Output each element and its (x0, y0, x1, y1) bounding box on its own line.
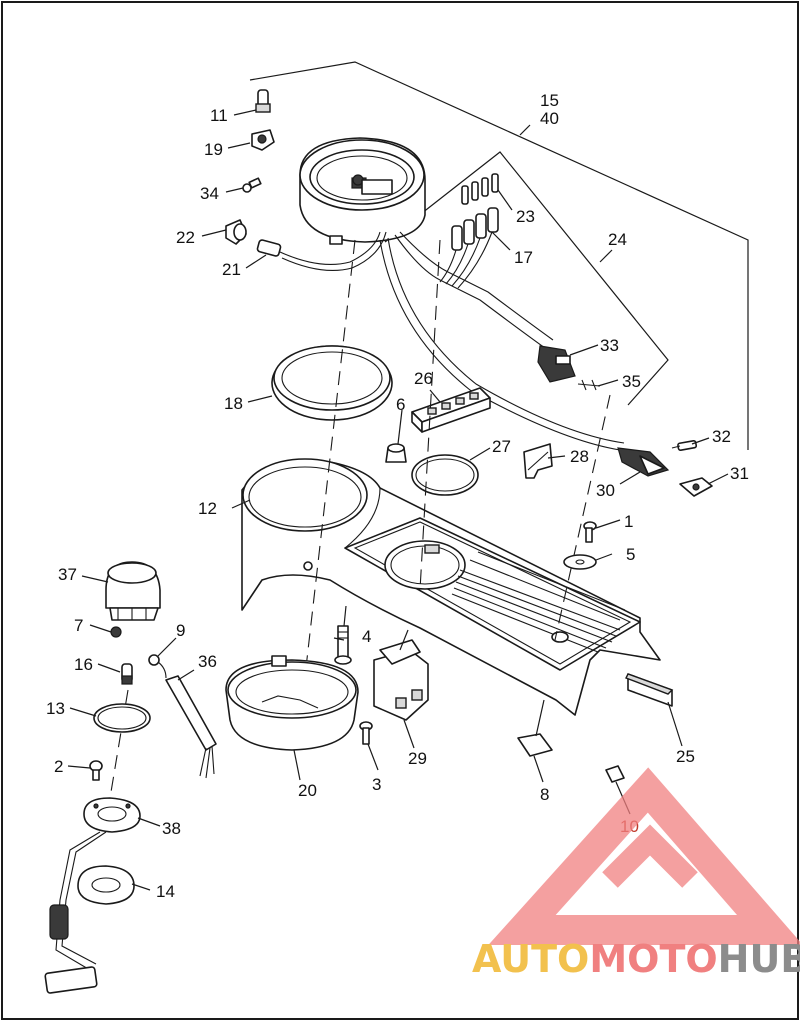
callout-21: 21 (222, 260, 241, 279)
wire-harness (379, 231, 625, 451)
callout-7: 7 (74, 616, 83, 635)
terminal-31 (679, 477, 713, 497)
watermark-text: AUTOMOTOHUB (472, 937, 800, 981)
fuel-sender-arm (44, 831, 107, 994)
watermark-inner-icon (602, 824, 698, 888)
watermark-word-auto: AUTO (472, 937, 589, 981)
gauge-37 (105, 561, 161, 621)
assembly-bracket-24 (384, 151, 669, 406)
gasket-18 (271, 345, 393, 421)
callout-14: 14 (156, 882, 175, 901)
connector-33 (537, 345, 576, 383)
watermark-triangle-icon (488, 767, 800, 945)
callout-31: 31 (730, 464, 749, 483)
knob-6 (385, 443, 407, 463)
callout-6: 6 (396, 395, 405, 414)
callout-19: 19 (204, 140, 223, 159)
nut-7 (110, 626, 122, 638)
switch-29 (373, 639, 429, 721)
clip-10 (605, 765, 625, 783)
callout-15: 15 (540, 91, 559, 110)
clip-35 (577, 379, 601, 391)
callout-2: 2 (54, 757, 63, 776)
callout-4: 4 (362, 627, 371, 646)
clip-8 (517, 733, 553, 757)
bulb-16 (121, 663, 133, 685)
screw-3 (359, 721, 373, 745)
callout-26: 26 (414, 369, 433, 388)
screw-2 (89, 760, 103, 781)
callout-32: 32 (712, 427, 731, 446)
callout-38: 38 (162, 819, 181, 838)
terminal-9 (148, 654, 167, 679)
callout-29: 29 (408, 749, 427, 768)
plate-38 (83, 797, 141, 833)
watermark-word-moto: MOTO (589, 937, 717, 981)
washer-5 (563, 554, 597, 570)
pad-25 (625, 673, 674, 707)
callout-30: 30 (596, 481, 615, 500)
callout-37: 37 (58, 565, 77, 584)
watermark-logo: AUTOMOTOHUB (472, 767, 800, 981)
bulb-11 (255, 89, 271, 113)
socket-19 (251, 129, 275, 151)
o-ring-13 (93, 703, 151, 733)
callout-9: 9 (176, 621, 185, 640)
connector-30 (617, 447, 670, 477)
callout-16: 16 (74, 655, 93, 674)
o-ring-27 (411, 454, 479, 496)
bulb-32 (671, 439, 698, 451)
callout-3: 3 (372, 775, 381, 794)
indicator-block-26 (411, 387, 491, 433)
key-28 (523, 443, 553, 479)
callout-33: 33 (600, 336, 619, 355)
callout-18: 18 (224, 394, 243, 413)
callout-23: 23 (516, 207, 535, 226)
callout-22: 22 (176, 228, 195, 247)
callout-1: 1 (624, 512, 633, 531)
callout-24: 24 (608, 230, 627, 249)
terminals-23 (461, 173, 499, 205)
callout-13: 13 (46, 699, 65, 718)
callout-25: 25 (676, 747, 695, 766)
centerlines (107, 239, 611, 811)
callout-36: 36 (198, 652, 217, 671)
speedometer-gauge (299, 137, 426, 245)
watermark-word-hub: HUB (718, 937, 800, 981)
wires-36 (165, 675, 217, 779)
callout-17: 17 (514, 248, 533, 267)
callout-34: 34 (200, 184, 219, 203)
callout-12: 12 (198, 499, 217, 518)
stud-4 (334, 625, 352, 665)
callout-5: 5 (626, 545, 635, 564)
callout-11: 11 (210, 106, 228, 125)
connectors-17 (439, 207, 499, 289)
callout-40: 40 (540, 109, 559, 128)
callout-35: 35 (622, 372, 641, 391)
grommet-22 (225, 219, 247, 245)
callout-8: 8 (540, 785, 549, 804)
callout-27: 27 (492, 437, 511, 456)
callout-28: 28 (570, 447, 589, 466)
speedo-cable-21 (256, 231, 387, 271)
screw-1 (583, 521, 597, 543)
screw-34 (242, 177, 262, 193)
bracket-20 (225, 655, 359, 751)
gasket-14 (77, 865, 135, 905)
leader-lines (67, 109, 729, 891)
callout-labels: 11 19 34 22 21 15 40 23 17 24 33 35 26 1… (46, 91, 749, 901)
console-12 (241, 458, 661, 716)
assembly-bracket-15-40 (249, 61, 749, 450)
callout-20: 20 (298, 781, 317, 800)
